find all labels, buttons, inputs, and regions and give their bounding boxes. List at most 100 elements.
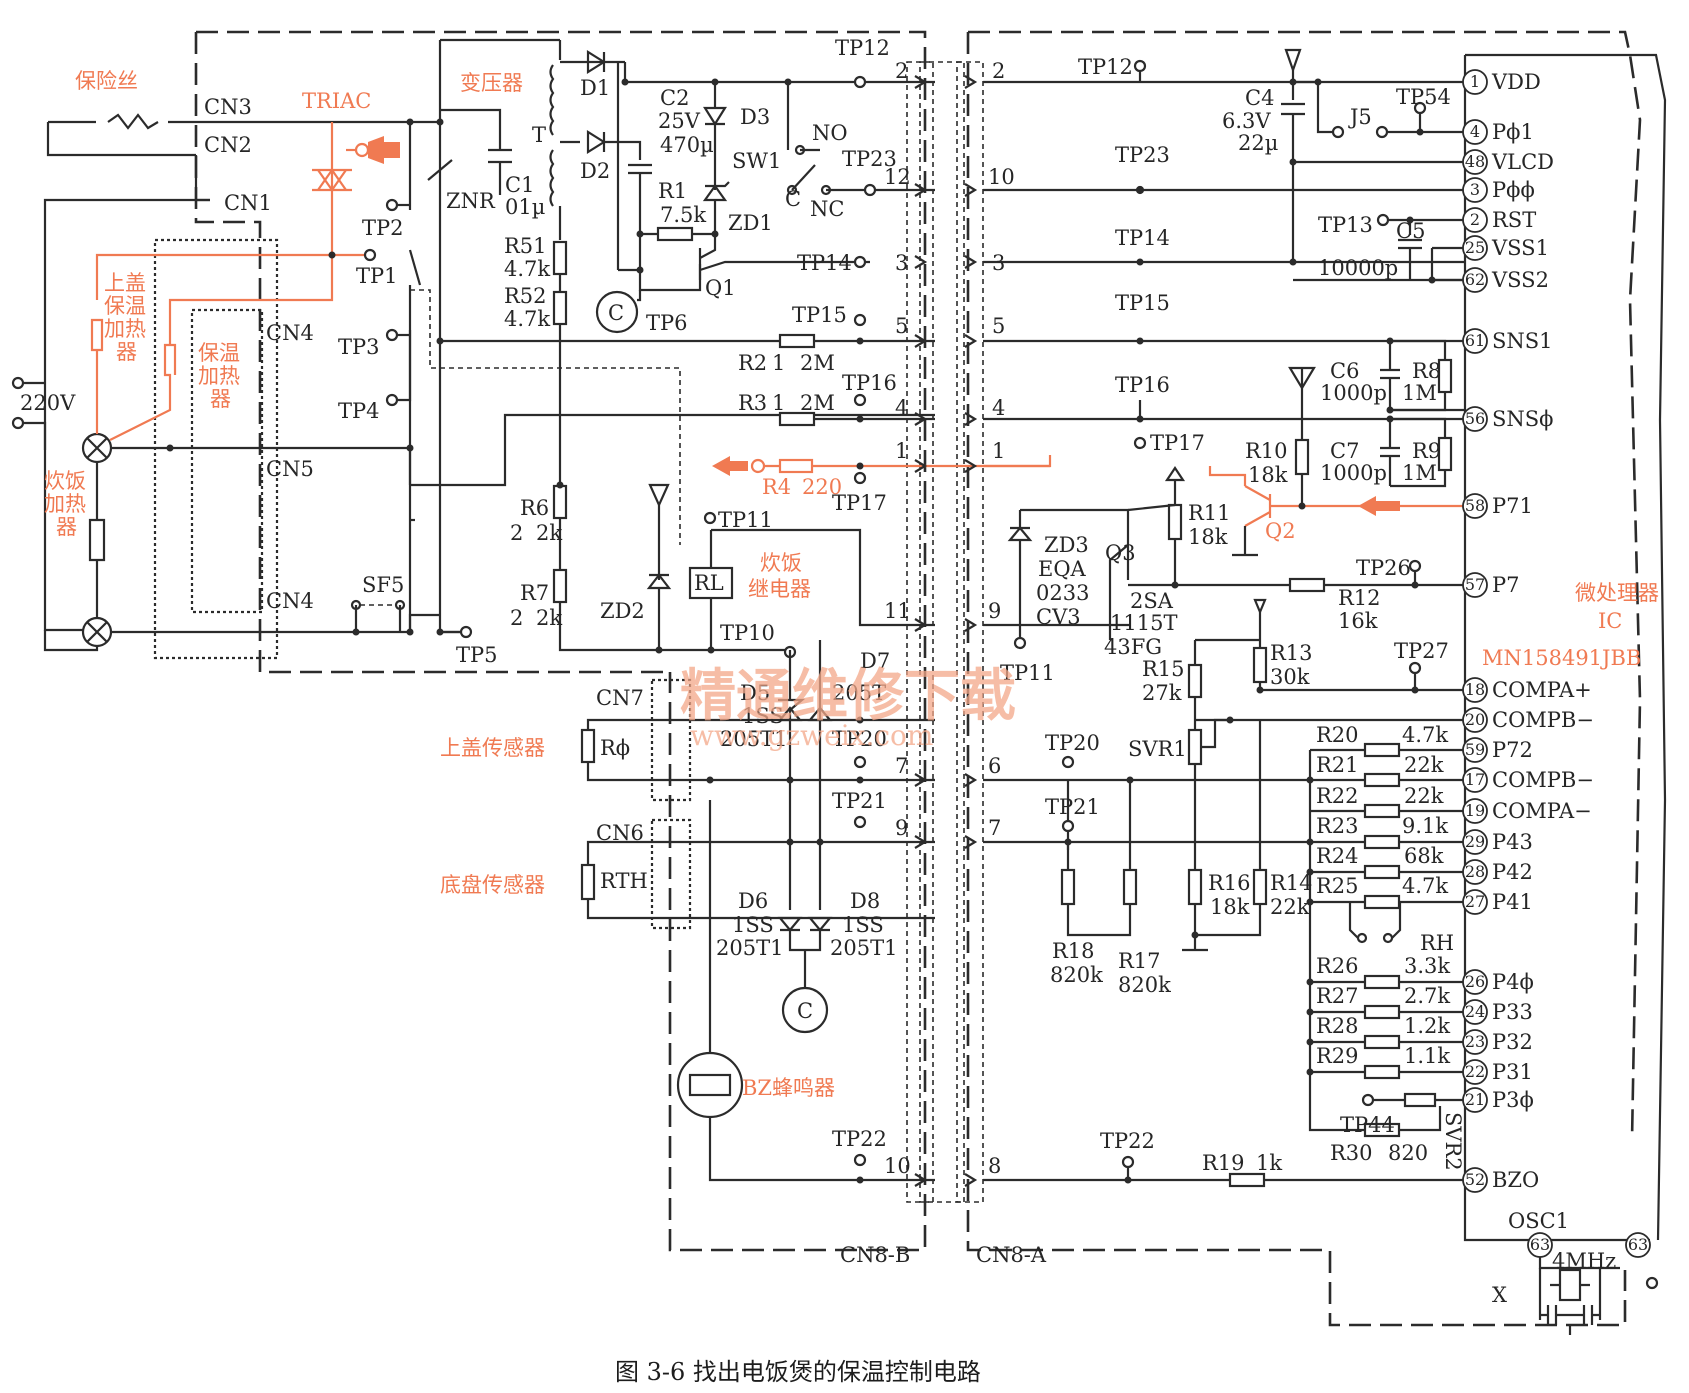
lid-heater-label-4: 器 <box>116 340 137 364</box>
sw1-label: SW1 <box>732 149 781 173</box>
r28-label: R28 <box>1316 1014 1359 1038</box>
ic-pin-name: P7 <box>1492 573 1520 597</box>
r16-value: 18k <box>1210 895 1250 919</box>
ic-pin-circle <box>1462 493 1488 519</box>
r2-value-1: 1 <box>772 351 785 375</box>
r28-value: 1.2k <box>1404 1014 1450 1038</box>
q3-value-3: 43FG <box>1104 635 1162 659</box>
lid-heater-label-3: 加热 <box>104 317 146 341</box>
relay-label-2: 继电器 <box>748 577 811 601</box>
tp26-label: TP26 <box>1356 556 1411 580</box>
ic-pin-number: 62 <box>1465 270 1485 289</box>
c2-label-1: C2 <box>660 86 689 110</box>
ic-pin-name: Pϕ1 <box>1492 120 1534 144</box>
ic-pin-number: 21 <box>1465 1090 1485 1109</box>
tp10-label: TP10 <box>720 621 775 645</box>
ic-pin-name: P41 <box>1492 890 1533 914</box>
d5-value-1: 1SS <box>742 704 784 728</box>
cn8a-pin-3: 3 <box>992 251 1005 275</box>
tp4-label: TP4 <box>338 399 380 423</box>
tp21-right-label: TP21 <box>1045 795 1100 819</box>
cn4-bottom-label: CN4 <box>266 589 314 613</box>
r24-label: R24 <box>1316 844 1359 868</box>
ic-pin-circle <box>1462 677 1488 703</box>
ic-pin-name: P31 <box>1492 1060 1533 1084</box>
tp21-left-label: TP21 <box>832 789 887 813</box>
r1-value: 7.5k <box>660 203 706 227</box>
r8-value: 1M <box>1402 381 1437 405</box>
ic-pin-name: P72 <box>1492 738 1533 762</box>
r19-label: R19 <box>1202 1151 1245 1175</box>
tp2-label: TP2 <box>362 216 404 240</box>
ic-pin: 58 P71 <box>1462 493 1533 519</box>
ic-pin-circle <box>1462 767 1488 793</box>
c6-value: 1000p <box>1320 381 1387 405</box>
watermark: 精通维修下载 www.gzweix.com <box>680 663 1016 752</box>
d8-value-2: 205T1 <box>830 936 897 960</box>
znr-label: ZNR <box>446 189 496 213</box>
c2-label-2: 25V <box>658 109 701 133</box>
r26-value: 3.3k <box>1404 954 1450 978</box>
cn8a-label: CN8-A <box>976 1243 1047 1267</box>
d6-value-1: 1SS <box>732 913 774 937</box>
q2-label: Q2 <box>1265 519 1296 543</box>
r17-label: R17 <box>1118 949 1161 973</box>
d7-label: D7 <box>860 649 890 673</box>
q3-value-2: 1115T <box>1110 611 1177 635</box>
ic-pin-circle <box>1462 999 1488 1025</box>
zd3-label-4: CV3 <box>1036 605 1081 629</box>
ic-pin-name: P71 <box>1492 494 1533 518</box>
tp23-right-label: TP23 <box>1115 143 1170 167</box>
r13-label: R13 <box>1270 641 1313 665</box>
r23-value: 9.1k <box>1402 814 1448 838</box>
cn8b-pin-2: 2 <box>895 59 908 83</box>
cn7-label: CN7 <box>596 686 644 710</box>
cook-heater-label-1: 炊饭 <box>44 469 86 493</box>
ic-pin-name: VSS2 <box>1491 268 1549 292</box>
ic-pin-circle <box>1462 235 1488 261</box>
r9-value: 1M <box>1402 461 1437 485</box>
cn5-label: CN5 <box>266 457 314 481</box>
ic-pin-number: 61 <box>1465 331 1485 350</box>
buzzer-label: BZ蜂鸣器 <box>742 1076 835 1100</box>
r2-value-2: 2M <box>800 351 835 375</box>
c5-value: 10000p <box>1318 256 1398 280</box>
ic-pin-name: BZO <box>1492 1168 1539 1192</box>
connector-arrows <box>914 75 1130 1187</box>
tp12-right-label: TP12 <box>1078 55 1133 79</box>
r6-label: R6 <box>520 496 549 520</box>
d7-value: 205T <box>832 681 886 705</box>
r4-label: R4 <box>762 475 791 499</box>
ic-pin-circle <box>1462 572 1488 598</box>
ic-pin-name: Pϕϕ <box>1492 178 1535 202</box>
ic-pin-number: 57 <box>1465 575 1485 594</box>
c1-label-2: 01µ <box>505 195 545 219</box>
ic-pin-number: 58 <box>1465 496 1485 515</box>
tp44-label: TP44 <box>1340 1113 1395 1137</box>
d2-label: D2 <box>580 159 610 183</box>
sensor-section <box>580 640 935 1182</box>
r23-label: R23 <box>1316 814 1359 838</box>
cn4-top-label: CN4 <box>266 321 314 345</box>
cn1-label: CN1 <box>224 191 272 215</box>
warm-heater-label-2: 加热 <box>198 364 240 388</box>
r3-value-2: 2M <box>800 391 835 415</box>
r51-value: 4.7k <box>504 257 550 281</box>
tp13-label: TP13 <box>1318 213 1373 237</box>
cn6-label: CN6 <box>596 821 644 845</box>
figure-caption: 图 3-6 找出电饭煲的保温控制电路 <box>615 1358 981 1386</box>
c6-label: C6 <box>1330 359 1359 383</box>
r11-label: R11 <box>1188 501 1231 525</box>
r8-label: R8 <box>1412 359 1441 383</box>
junctions <box>166 78 1436 1184</box>
r52-label: R52 <box>504 284 547 308</box>
